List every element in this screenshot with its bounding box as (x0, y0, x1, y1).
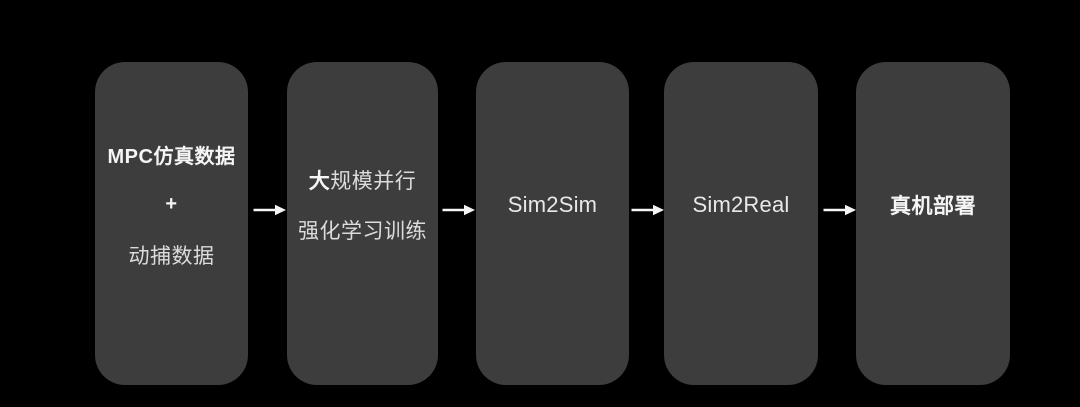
arrow-right-icon (253, 204, 286, 216)
flow-step-sim2real: Sim2Real (664, 62, 818, 385)
flow-step-line: MPC仿真数据 (108, 130, 236, 180)
flow-step-line: Sim2Sim (508, 180, 597, 230)
flow-step-text: 真机部署 (890, 194, 976, 218)
flow-step-line: 强化学习训练 (298, 205, 427, 255)
flow-step-text: MPC仿真数据 (107, 146, 236, 168)
arrow-right-icon (442, 204, 475, 216)
flow-step-line: + (165, 180, 177, 230)
flow-step-massive-parallel-rl-training: 大规模并行 强化学习训练 (287, 62, 438, 385)
flow-step-line: 真机部署 (890, 180, 976, 230)
flow-step-sim2sim: Sim2Sim (476, 62, 629, 385)
flow-step-real-robot-deployment: 真机部署 (856, 62, 1010, 385)
plus-sign: + (165, 193, 178, 215)
flow-step-text: 动捕数据 (128, 244, 215, 268)
flow-step-text: 大 (308, 169, 331, 193)
flow-step-line: 大规模并行 (309, 155, 417, 205)
arrow-right-icon (631, 204, 664, 216)
flow-step-line: 动捕数据 (129, 230, 215, 280)
flow-step-text: 规模并行 (330, 169, 417, 193)
flow-step-text: 强化学习训练 (298, 219, 427, 243)
flow-step-mpc-and-mocap-data: MPC仿真数据 + 动捕数据 (95, 62, 248, 385)
flow-step-text: Sim2Sim (507, 191, 598, 217)
flow-step-text: Sim2Real (692, 191, 790, 217)
flow-step-line: Sim2Real (693, 180, 790, 230)
arrow-right-icon (823, 204, 856, 216)
